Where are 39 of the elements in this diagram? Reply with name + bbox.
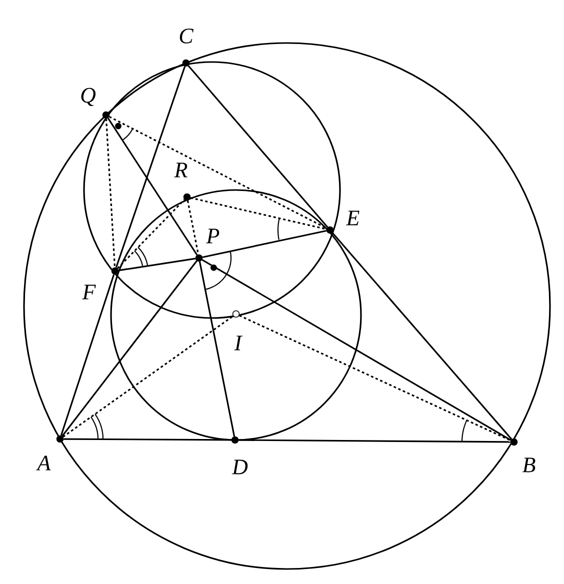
point: Q — [81, 88, 110, 119]
line-segment — [62, 315, 234, 438]
line-segment — [202, 259, 512, 441]
line-segment — [202, 230, 327, 258]
line-segment — [108, 116, 328, 230]
point: I — [232, 310, 243, 350]
line-segment — [186, 200, 200, 255]
point: F — [82, 267, 119, 300]
node-label: I — [234, 336, 243, 350]
line-segment — [64, 438, 232, 441]
node-label: R — [174, 162, 188, 178]
line-segment — [188, 65, 328, 228]
line-segment — [115, 66, 186, 268]
point: R — [174, 162, 191, 201]
node-label: Q — [81, 88, 96, 106]
point: B — [510, 438, 536, 472]
point: D — [231, 436, 248, 474]
node-label: D — [232, 460, 248, 474]
node-label: A — [36, 456, 51, 470]
line-segment — [105, 118, 116, 268]
line-segment — [190, 197, 327, 230]
node-label: F — [82, 284, 96, 300]
point: P — [195, 228, 220, 262]
line-segment — [238, 314, 512, 442]
line-segment — [332, 232, 512, 440]
line-segment — [62, 260, 198, 437]
point: C — [180, 28, 194, 67]
node-label: B — [522, 458, 536, 472]
line-segment — [116, 199, 186, 269]
line-segment — [60, 274, 115, 436]
line-segment — [238, 439, 510, 443]
point: A — [36, 435, 64, 470]
line-segment — [107, 118, 198, 256]
point: E — [326, 210, 360, 234]
line-segment — [118, 258, 196, 272]
node-label: P — [206, 228, 220, 244]
node-label: C — [180, 28, 194, 44]
line-segment — [198, 261, 236, 437]
node-label: E — [346, 210, 360, 226]
